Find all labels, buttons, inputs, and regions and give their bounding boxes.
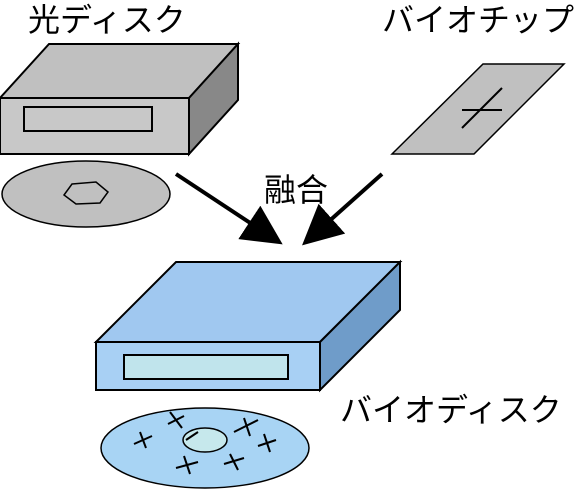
bio-disc-icon (100, 407, 310, 489)
biochip-label: バイオチップ (382, 1, 575, 39)
optical-drive-icon (0, 41, 241, 157)
bio-drive-icon (93, 259, 403, 393)
arrow-icon (302, 172, 384, 246)
bio-disc-label: バイオディスク (340, 391, 562, 429)
arrow-icon (174, 172, 283, 245)
biochip-icon (390, 63, 566, 155)
optical-disc-icon (1, 160, 171, 228)
optical-disc-label: 光ディスク (28, 1, 186, 39)
fusion-label: 融合 (264, 171, 329, 209)
